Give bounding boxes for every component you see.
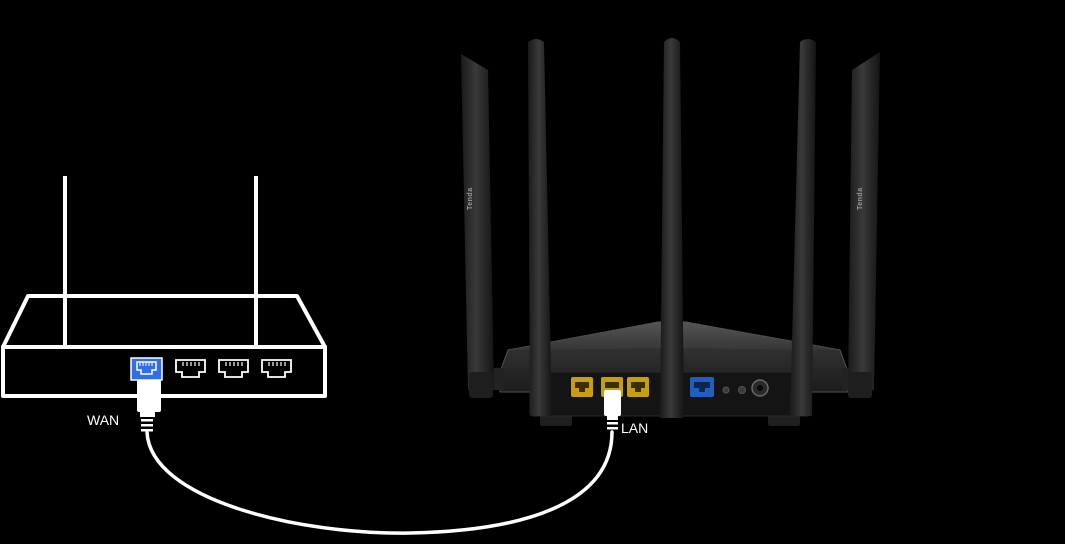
modem-lan-port-1[interactable] xyxy=(175,359,206,378)
router-lan-port-1[interactable] xyxy=(571,377,593,397)
router-wan-port[interactable] xyxy=(690,377,714,397)
ethernet-cable-icon xyxy=(145,430,614,535)
router-antenna-3 xyxy=(660,38,684,418)
modem-top xyxy=(1,294,327,349)
antenna-brand-right: Tenda xyxy=(857,187,864,210)
power-jack[interactable] xyxy=(751,379,769,397)
router-antenna-5 xyxy=(848,52,880,398)
wan-plug xyxy=(137,380,161,432)
router-lan-port-3[interactable] xyxy=(627,377,649,397)
router-photo-icon: Tenda Tenda xyxy=(461,38,880,426)
modem-lan-port-2[interactable] xyxy=(218,359,249,378)
modem-front xyxy=(1,345,327,398)
reset-button[interactable] xyxy=(722,386,730,394)
modem-lan-port-3[interactable] xyxy=(261,359,292,378)
router-antenna-2 xyxy=(528,39,552,416)
modem-outline-icon xyxy=(1,176,327,398)
wan-label: WAN xyxy=(87,412,120,428)
wps-button[interactable] xyxy=(738,386,746,394)
wan-port[interactable] xyxy=(130,357,163,381)
router-antenna-1 xyxy=(461,54,494,398)
lan-plug xyxy=(604,390,621,430)
lan-label: LAN xyxy=(621,420,649,436)
router-antenna-4 xyxy=(790,39,816,416)
antenna-brand-left: Tenda xyxy=(467,187,474,210)
